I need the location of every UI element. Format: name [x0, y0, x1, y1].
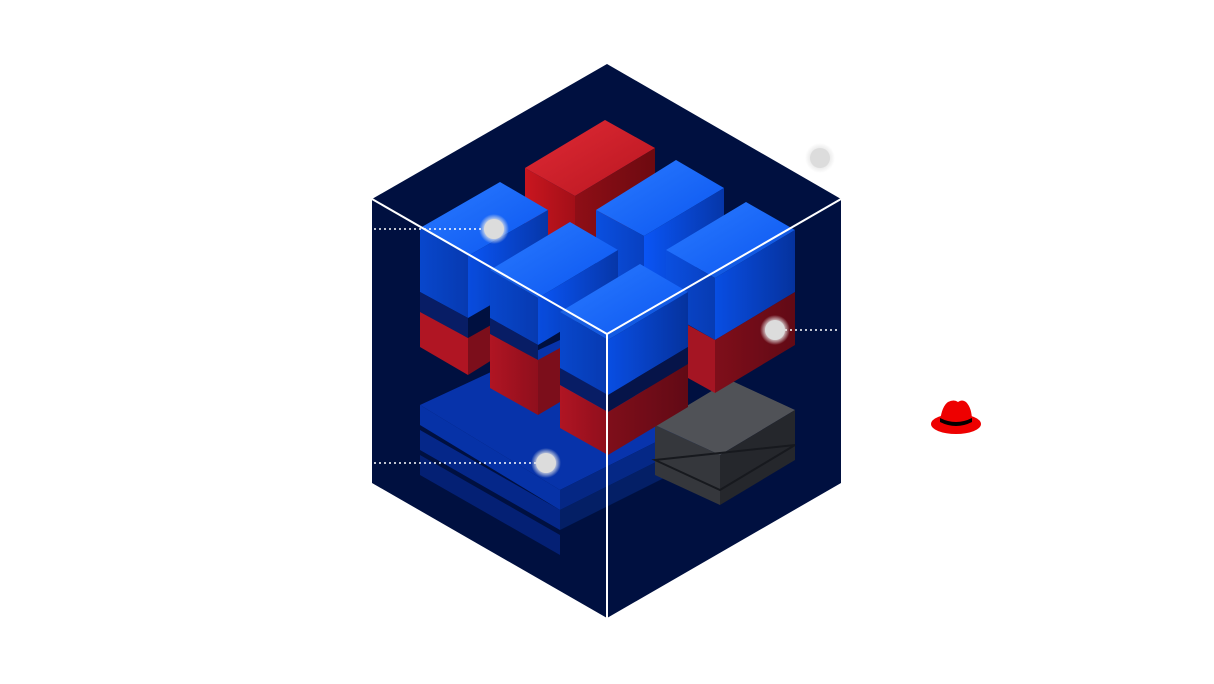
block-stack-front — [560, 264, 688, 455]
callout-markers — [479, 143, 835, 478]
block-stack-middle — [490, 222, 618, 415]
gray-block — [651, 380, 796, 505]
red-hat-logo — [926, 394, 986, 440]
cube-edges — [371, 198, 842, 618]
cube-front-faces — [372, 199, 841, 618]
red-hat-fedora-icon — [931, 400, 981, 434]
